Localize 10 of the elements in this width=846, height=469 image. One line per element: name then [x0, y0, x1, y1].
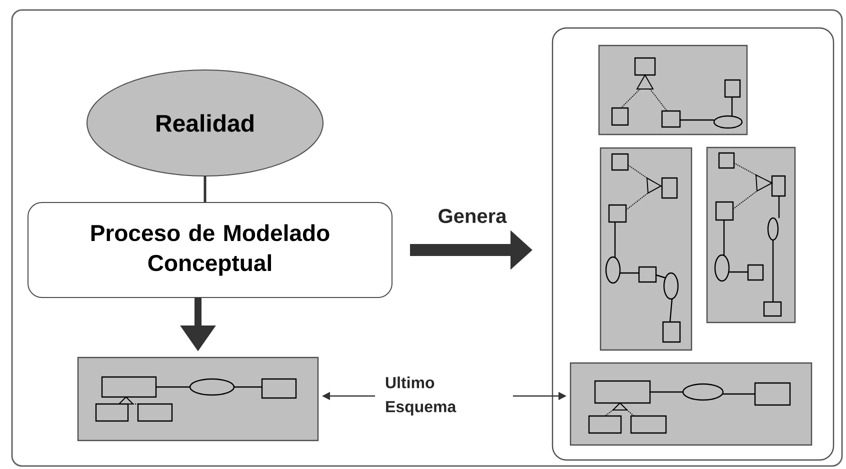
group-box [552, 27, 834, 461]
oval-node: Realidad [86, 70, 324, 176]
schema-panel [77, 356, 319, 442]
edge-label: Genera [438, 208, 507, 224]
schema-panel [598, 44, 748, 136]
schema-panel [570, 362, 812, 446]
note-text: Ultimo Esquema [386, 376, 456, 416]
schema-panel [706, 146, 796, 324]
schema-panel [600, 147, 692, 351]
process-box: Proceso de Modelado Conceptual [28, 202, 392, 298]
